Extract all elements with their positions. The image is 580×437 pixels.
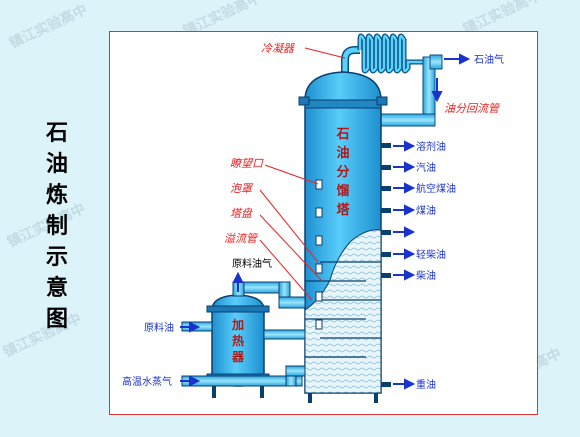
light-diesel-label: 轻柴油 [416,248,446,261]
callout-lines [259,47,346,301]
heater-label-char: 器 [231,350,245,364]
output-arrows [180,53,471,390]
bubble-cap-label: 泡罩 [230,182,253,195]
heater-label-char: 热 [232,333,244,348]
kerosene-label: 煤油 [416,204,436,217]
diesel-label: 柴油 [416,269,436,282]
title-char: 意 [45,275,68,301]
title-char: 炼 [45,182,68,208]
tray-label: 塔盘 [230,207,254,220]
title-char: 制 [45,213,68,239]
title-char: 石 [45,120,68,146]
jet-fuel-label: 航空煤油 [416,182,456,195]
tower-label-char: 石 [335,127,349,142]
tower-label-char: 馏 [335,183,349,199]
tower-label: 石 油 分 馏 塔 [335,127,350,218]
title-char: 图 [45,306,68,332]
crude-oil-label: 原料油 [144,321,174,334]
gasoline-label: 汽油 [416,161,436,174]
heater-label-char: 加 [231,317,244,332]
steam-label: 高温水蒸气 [122,375,172,388]
title-char: 示 [45,244,68,270]
sight-glass-label: 瞭望口 [230,157,264,170]
condenser-label: 冷凝器 [261,42,295,55]
heater-label: 加 热 器 [231,317,245,364]
petroleum-gas-label: 石油气 [474,53,504,66]
tower-label-char: 分 [336,164,349,180]
condenser-coil [341,33,430,76]
downcomer-label: 溢流管 [224,232,259,245]
title-char: 油 [45,151,68,177]
reflux-pipe [369,54,443,127]
tower-label-char: 油 [336,145,349,161]
distillation-tower [298,71,388,403]
feed-vapor-label: 原料油气 [232,257,272,270]
page-title: 石 油 炼 制 示 意 图 [40,118,74,335]
tower-label-char: 塔 [336,202,350,218]
reflux-label: 油分回流管 [444,102,501,115]
solvent-oil-label: 溶剂油 [416,140,446,153]
heavy-oil-label: 重油 [416,378,436,391]
side-outlets [381,143,391,387]
